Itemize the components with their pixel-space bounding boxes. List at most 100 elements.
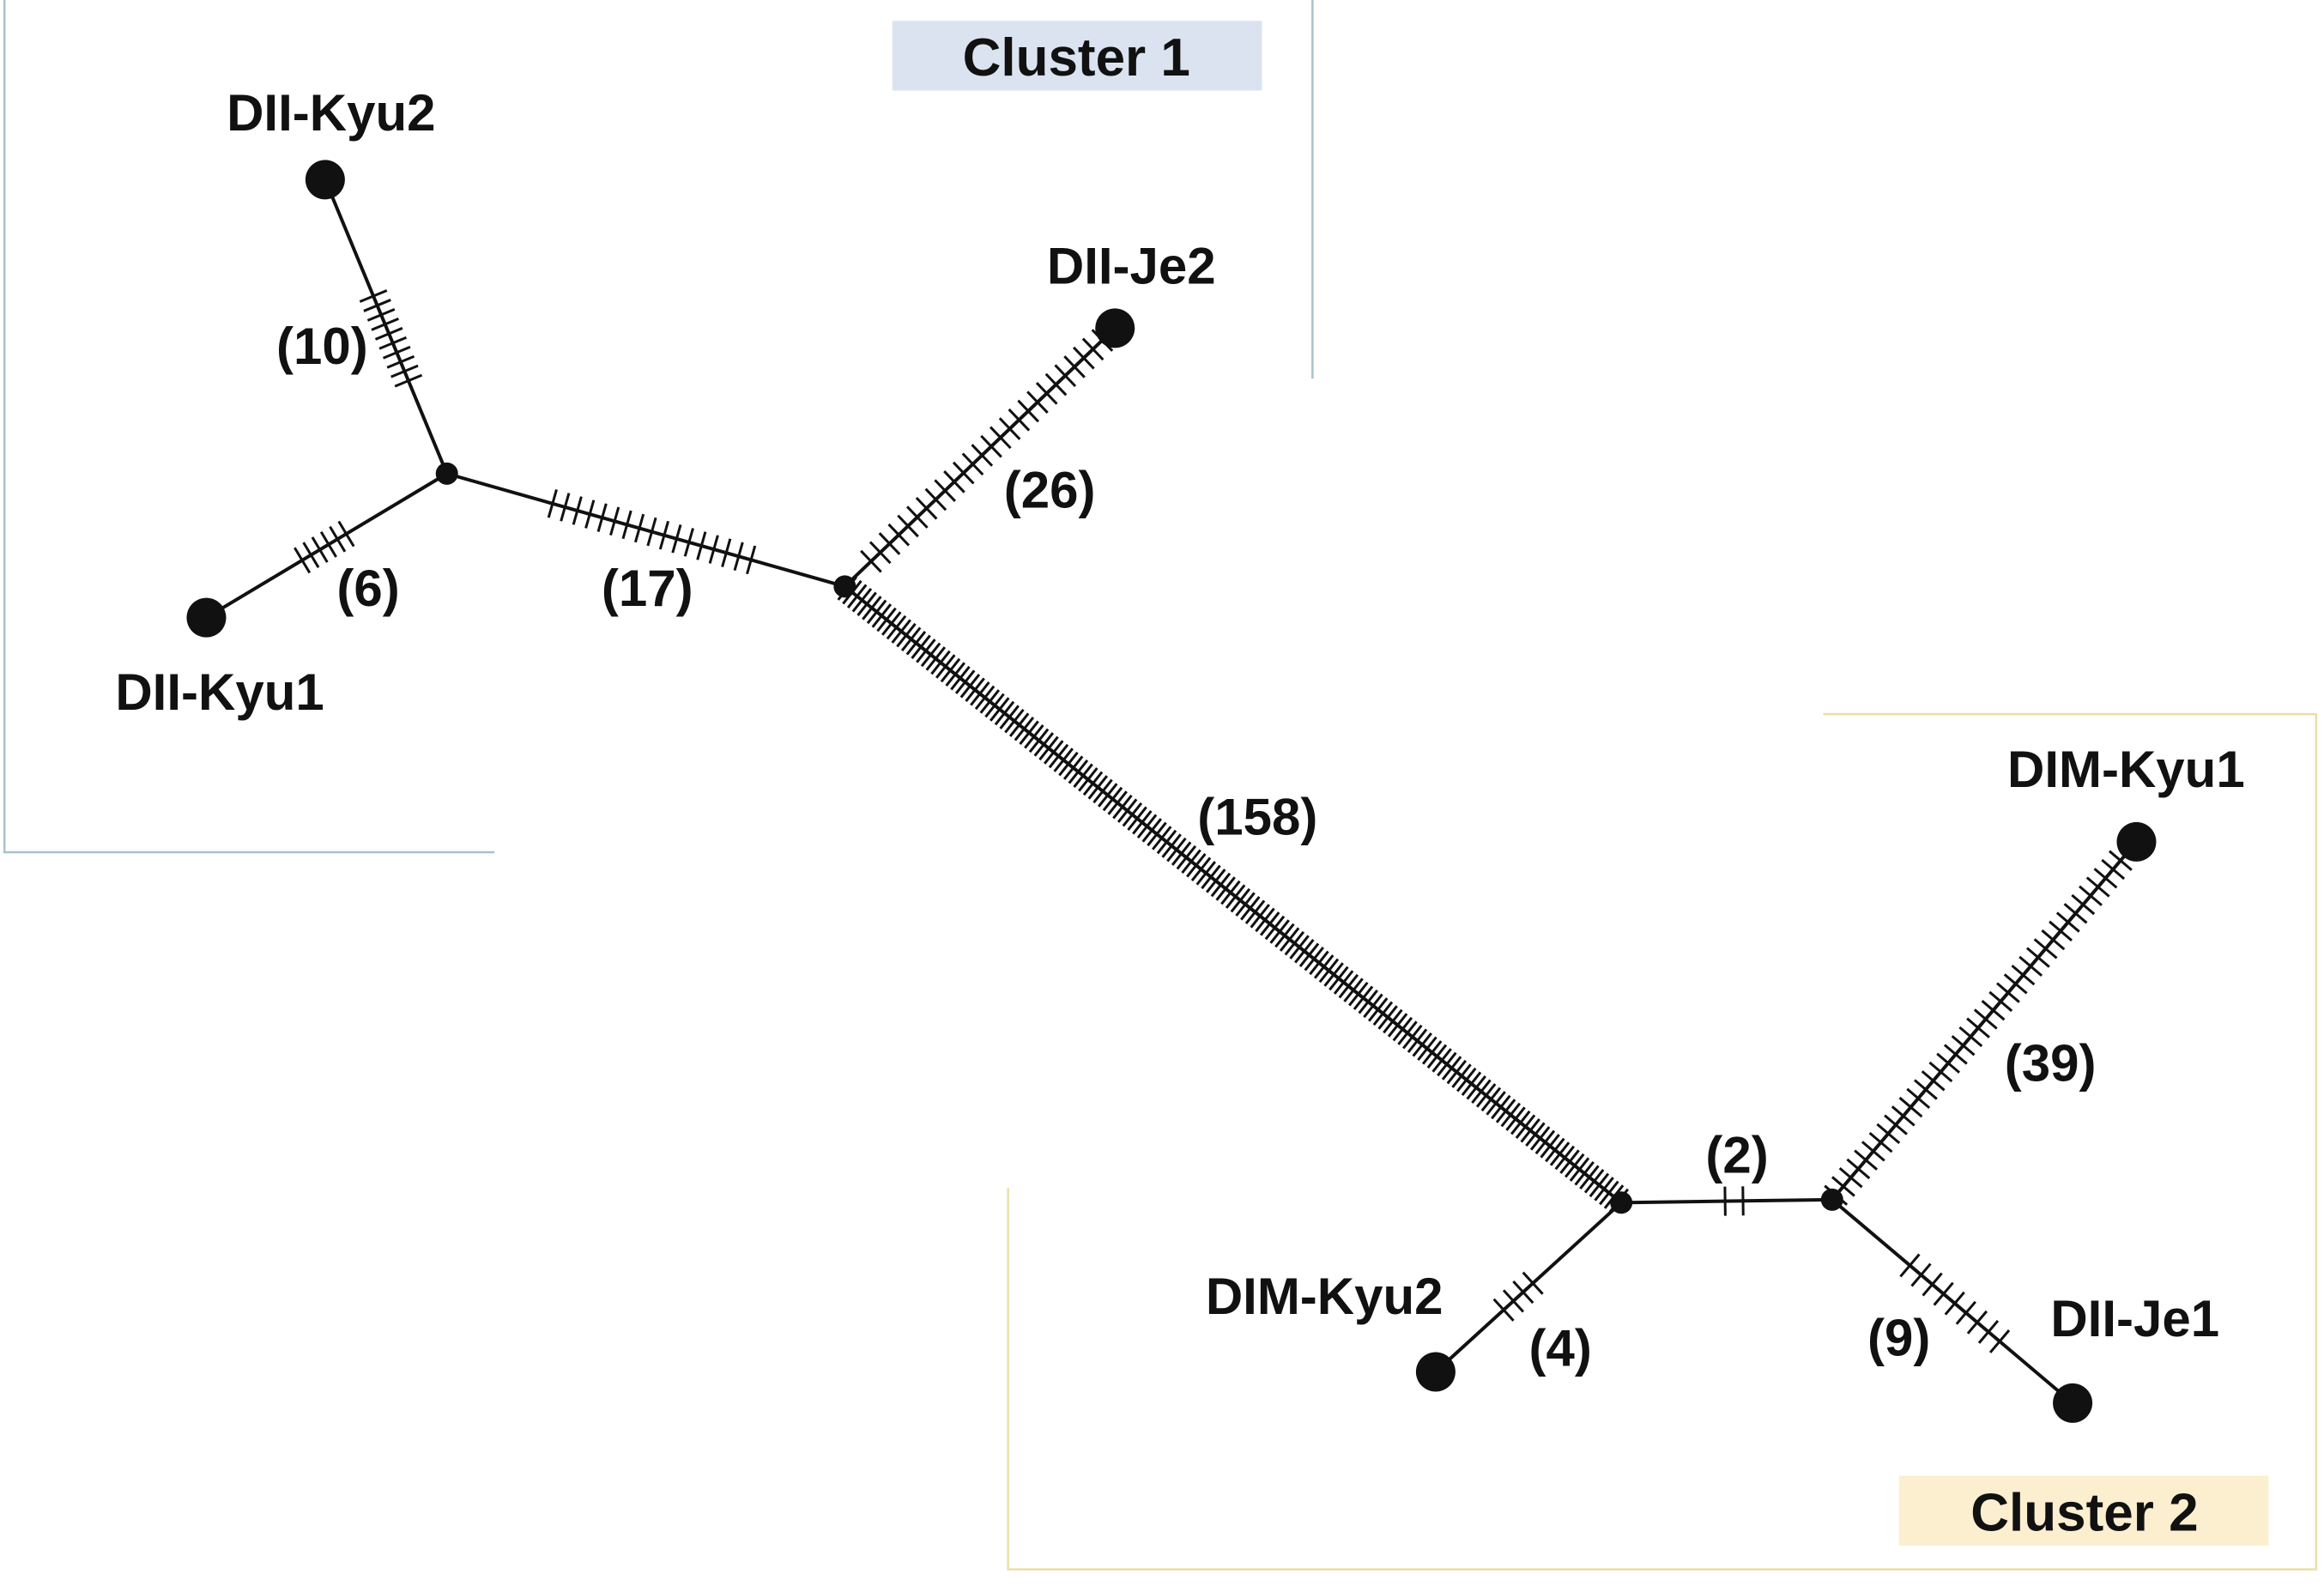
mutation-tick — [1599, 1180, 1619, 1206]
mutation-tick — [708, 535, 719, 564]
mutation-tick — [1235, 892, 1256, 917]
mutation-tick — [1225, 884, 1246, 909]
mutation-tick — [733, 542, 744, 572]
mutation-tick — [1838, 1167, 1863, 1189]
mutation-tick — [1936, 1052, 1961, 1074]
mutation-tick — [1944, 1291, 1965, 1316]
mutation-tick — [1102, 786, 1123, 812]
mutation-tick — [1988, 990, 2013, 1013]
node-label-dim-kyu2: DIM-Kyu2 — [1206, 1268, 1443, 1325]
mutation-tick — [891, 619, 911, 644]
mutation-tick — [386, 354, 415, 369]
mutation-tick — [2003, 973, 2028, 995]
mutation-tick — [1112, 794, 1133, 820]
mutation-tick — [935, 654, 956, 679]
mutation-tick — [896, 622, 917, 648]
mutation-tick — [862, 596, 882, 620]
mutation-tick — [1387, 1013, 1408, 1038]
mutation-tick — [1063, 355, 1086, 378]
mutation-tick — [1240, 895, 1261, 921]
mutation-tick — [371, 317, 399, 331]
mutation-tick — [572, 496, 583, 525]
mutation-tick — [1082, 771, 1104, 796]
mutation-tick — [911, 634, 931, 660]
mutation-tick — [1951, 1035, 1976, 1056]
mutation-tick — [1284, 930, 1305, 956]
mutation-tick — [924, 487, 947, 512]
mutation-tick — [1431, 1048, 1452, 1073]
mutation-tick — [1928, 1061, 1953, 1083]
cluster-1-label-box — [892, 21, 1262, 91]
mutation-tick — [1033, 732, 1055, 757]
mutation-tick — [1264, 915, 1286, 941]
mutation-tick — [1475, 1083, 1497, 1108]
mutation-tick — [961, 452, 984, 476]
mutation-tick — [1505, 1106, 1526, 1131]
mutation-tick — [294, 547, 312, 574]
mutation-tick — [584, 499, 596, 529]
mutation-tick — [1594, 1177, 1614, 1202]
mutation-tick — [1471, 1079, 1492, 1105]
mutation-tick — [1161, 833, 1182, 858]
mutation-tick — [1367, 997, 1389, 1022]
mutation-tick — [1328, 966, 1349, 991]
mutation-tick — [851, 588, 873, 613]
mutation-ticks-e-je1 — [1899, 1253, 2011, 1353]
mutation-tick — [1500, 1102, 1522, 1128]
mutation-tick — [876, 607, 897, 633]
median-vector-v4 — [1820, 1188, 1843, 1211]
mutation-tick — [1338, 973, 1359, 999]
node-label-dii-kyu1: DII-Kyu1 — [115, 663, 324, 721]
cluster-2-border — [1007, 712, 2318, 1571]
mutation-tick — [390, 364, 419, 378]
mutation-tick — [1279, 927, 1300, 952]
mutation-tick — [1480, 1087, 1502, 1112]
cluster-2-label: Cluster 2 — [1970, 1484, 2198, 1543]
mutation-tick — [646, 517, 657, 547]
mutation-tick — [1502, 1289, 1525, 1313]
haplotype-node-dim-kyu2 — [1415, 1352, 1456, 1392]
haplotype-node-dii-kyu1 — [186, 597, 227, 638]
mutation-tick — [954, 669, 976, 694]
mutation-tick — [1525, 1122, 1546, 1147]
mutation-tick — [970, 681, 990, 706]
edge-v4-dii-je1 — [1831, 1198, 2074, 1405]
mutation-tick — [1958, 1026, 1983, 1048]
mutation-tick — [878, 532, 901, 555]
mutation-tick — [1141, 818, 1163, 843]
mutation-ticks-e-dimkyu2 — [1492, 1271, 1544, 1322]
mutation-tick — [2071, 893, 2096, 916]
mutation-tick — [1151, 826, 1172, 851]
mutation-tick — [1073, 763, 1093, 788]
mutation-tick — [547, 489, 558, 518]
mutation-tick — [1529, 1126, 1551, 1151]
mutation-tick — [1456, 1067, 1477, 1093]
mutation-tick — [746, 545, 757, 575]
mutation-tick — [980, 434, 1002, 458]
mutation-count-e-dimkyu2: (4) — [1529, 1320, 1592, 1377]
mutation-tick — [1092, 778, 1113, 804]
mutation-tick — [1210, 872, 1232, 898]
mutation-tick — [886, 614, 907, 640]
mutation-tick — [378, 336, 408, 350]
mutation-count-e-v3v4: (2) — [1705, 1127, 1768, 1184]
mutation-tick — [2085, 876, 2110, 898]
mutation-tick — [1981, 1000, 2006, 1021]
edge-v1-v2 — [446, 471, 845, 589]
mutation-tick — [1377, 1005, 1398, 1030]
mutation-tick — [1988, 1329, 2011, 1353]
mutation-tick — [1028, 728, 1050, 754]
mutation-tick — [920, 642, 941, 668]
edge-v4-dim-kyu1 — [1831, 840, 2138, 1202]
mutation-tick — [1891, 1105, 1915, 1127]
mutation-tick — [1181, 849, 1201, 874]
mutation-tick — [1512, 1280, 1534, 1305]
mutation-tick — [900, 627, 922, 651]
mutation-tick — [1486, 1091, 1506, 1116]
mutation-tick — [1554, 1145, 1576, 1171]
mutation-tick — [1495, 1099, 1516, 1123]
mutation-count-e-je2: (26) — [1004, 462, 1096, 519]
mutation-tick — [1966, 1017, 1990, 1038]
mutation-tick — [1289, 935, 1310, 959]
mutation-tick — [1008, 408, 1031, 432]
